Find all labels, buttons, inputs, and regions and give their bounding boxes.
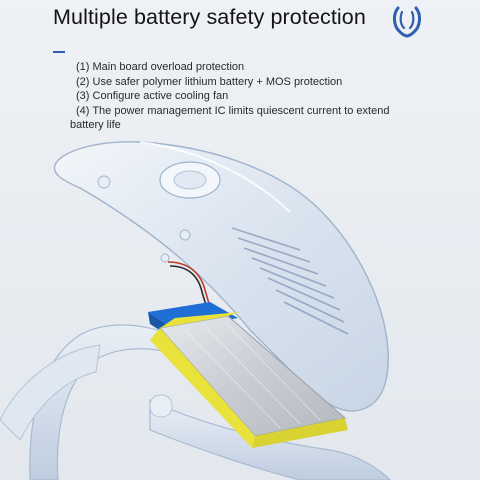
feature-item: (4) The power management IC limits quies… [70,104,400,133]
feature-number: (1) [76,61,90,73]
fan-housing [53,141,389,412]
feature-item: (2) Use safer polymer lithium battery + … [70,75,400,90]
feature-text: Configure active cooling fan [92,90,229,102]
feature-item: (3) Configure active cooling fan [70,89,400,104]
accent-bar [53,51,65,53]
feature-number: (4) [76,104,90,117]
feature-number: (2) [76,75,90,88]
battery-illustration [148,302,348,448]
feature-item: (1) Main board overload protection [70,60,400,75]
neck-fan-logo-icon [393,6,421,38]
feature-text: Use safer polymer lithium battery + MOS … [92,75,343,88]
feature-list: (1) Main board overload protection (2) U… [70,60,400,133]
product-illustration [0,141,391,480]
feature-number: (3) [76,90,90,102]
feature-text: The power management IC limits quiescent… [70,104,390,132]
page-title: Multiple battery safety protection [53,5,366,29]
feature-text: Main board overload protection [92,61,245,73]
